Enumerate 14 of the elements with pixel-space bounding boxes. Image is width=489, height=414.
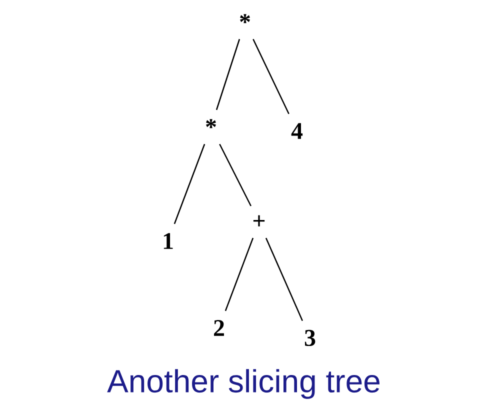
tree-edge — [265, 238, 304, 321]
tree-node-label: 1 — [164, 233, 173, 249]
tree-node-label: + — [253, 215, 265, 226]
tree-edge — [174, 144, 206, 224]
tree-edge — [219, 144, 252, 206]
tree-edge — [216, 38, 240, 110]
tree-edge — [224, 238, 254, 312]
tree-node-label: 3 — [304, 330, 316, 346]
tree-edge — [252, 38, 290, 114]
tree-node-label: 2 — [214, 320, 224, 336]
caption: Another slicing tree — [107, 369, 380, 399]
tree-node-label: 4 — [291, 123, 303, 139]
tree-node-label: * — [206, 119, 216, 128]
tree-node-label: * — [240, 14, 250, 24]
